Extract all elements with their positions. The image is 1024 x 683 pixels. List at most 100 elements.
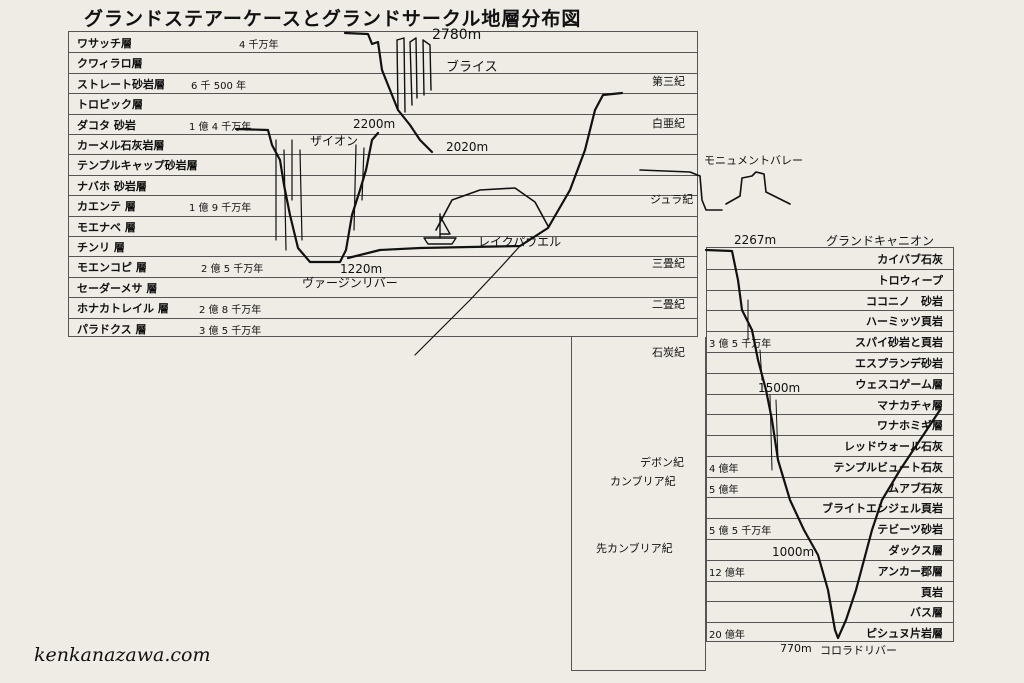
- right-strata-name: テンプルビュート石灰: [833, 460, 943, 474]
- left-strata-row: モエナベ 層: [69, 216, 697, 237]
- left-strata-row: ストレート砂岩層 6 千 500 年: [69, 73, 697, 95]
- right-strata-name: エスプランデ砂岩: [855, 356, 943, 370]
- label-bryce-height: 2780m: [432, 27, 482, 43]
- right-strata-name: 頁岩: [921, 585, 943, 599]
- right-strata-name: トロウィープ: [877, 273, 943, 287]
- left-strata-row: パラドクス 層 3 億 5 千万年: [69, 318, 697, 338]
- period-label-carboniferous: 石炭紀: [652, 346, 685, 359]
- right-strata-row: マナカチャ層: [707, 394, 953, 416]
- right-strata-row: ウェスコゲーム層: [707, 373, 953, 395]
- right-strata-age: 12 億年: [709, 567, 745, 579]
- left-strata-name: セーダーメサ 層: [77, 281, 158, 295]
- left-strata-name: ストレート砂岩層: [77, 77, 165, 91]
- right-strata-row: ココニノ 砂岩: [707, 290, 953, 312]
- left-strata-age: 1 億 4 千万年: [189, 121, 252, 133]
- right-strata-name: ダックス層: [888, 544, 943, 558]
- right-strata-name: マナカチャ層: [877, 398, 943, 412]
- label-gc: グランドキャニオン: [826, 234, 935, 248]
- bryce-hoodoos: [396, 37, 432, 113]
- period-label-triassic: 三畳紀: [652, 257, 685, 270]
- period-label-tertiary: 第三紀: [652, 75, 685, 88]
- left-strata-age: 2 億 5 千万年: [201, 264, 264, 276]
- left-strata-name: カーメル石灰岩層: [77, 139, 165, 152]
- zion-cliff-detail: [275, 139, 365, 251]
- left-strata-age: 4 千万年: [239, 40, 279, 51]
- label-zion-height: 2200m: [353, 117, 396, 131]
- left-strata-row: カエンテ 層 1 億 9 千万年: [69, 195, 697, 217]
- label-colorado-height: 770m: [780, 642, 812, 655]
- label-virgin-height: 1220m: [340, 262, 383, 276]
- left-strata-row: モエンコピ 層 2 億 5 千万年: [69, 256, 697, 278]
- left-strata-age: 3 億 5 千万年: [199, 325, 262, 337]
- label-monument: モニュメントバレー: [704, 154, 803, 167]
- right-strata-name: ココニノ 砂岩: [866, 294, 943, 308]
- period-label-precambrian: 先カンブリア紀: [596, 542, 673, 555]
- zion-canyon-profile: [234, 127, 380, 264]
- left-strata-age: 1 億 9 千万年: [189, 203, 252, 215]
- left-strata-row: ナバホ 砂岩層: [69, 175, 697, 197]
- left-strata-name: モエナベ 層: [77, 220, 136, 234]
- footer-site: kenkanazawa.com: [34, 644, 211, 666]
- left-strata-name: パラドクス 層: [77, 322, 147, 336]
- left-strata-name: ワサッチ層: [77, 37, 132, 50]
- grand-canyon-cliff-detail: [747, 299, 779, 471]
- right-strata-age: 3 億 5 千万年: [709, 339, 772, 351]
- right-strata-name: ハーミッツ頁岩: [866, 315, 943, 329]
- label-virgin: ヴァージンリバー: [302, 276, 398, 290]
- right-strata-name: スパイ砂岩と頁岩: [855, 336, 943, 350]
- diagram-title: グランドステアーケースとグランドサークル地層分布図: [84, 8, 582, 30]
- left-strata-name: カエンテ 層: [77, 200, 136, 214]
- left-strata-name: チンリ 層: [77, 241, 125, 254]
- bryce-cliff-profile: [343, 31, 434, 154]
- right-strata-row: ブライトエンジェル頁岩: [707, 497, 953, 520]
- left-strata-name: ナバホ 砂岩層: [77, 179, 147, 193]
- right-strata-name: バス層: [910, 606, 943, 620]
- right-strata-row: エスプランデ砂岩: [707, 352, 953, 374]
- right-strata-row: ダックス層: [707, 539, 953, 561]
- right-strata-row: カイバブ石灰: [707, 248, 953, 270]
- label-colorado: コロラドリバー: [820, 644, 897, 657]
- right-strata-row: スパイ砂岩と頁岩 3 億 5 千万年: [707, 331, 953, 353]
- left-strata-row: ダコタ 砂岩 1 億 4 千万年: [69, 114, 697, 135]
- left-strata-age: 2 億 8 千万年: [199, 305, 262, 317]
- period-label-permian: 二畳紀: [652, 298, 685, 311]
- left-strata-name: ホナカトレイル 層: [77, 302, 169, 316]
- grand-canyon-profile: [704, 248, 942, 640]
- left-strata-name: モエンコピ 層: [77, 261, 147, 275]
- right-strata-name: ウェスコゲーム層: [855, 377, 943, 391]
- left-strata-name: トロピック層: [77, 98, 143, 112]
- left-strata-row: ホナカトレイル 層 2 億 8 千万年: [69, 297, 697, 319]
- left-strata-row: セーダーメサ 層: [69, 277, 697, 299]
- right-strata-age: 20 億年: [709, 630, 745, 642]
- label-powell: レイクパウエル: [478, 235, 562, 249]
- left-strata-name: ダコタ 砂岩: [77, 118, 136, 132]
- monument-valley-profile: [639, 169, 791, 211]
- right-strata-age: 4 億年: [709, 463, 739, 475]
- period-label-devonian: デボン紀: [640, 456, 684, 469]
- label-gc-low: 1000m: [772, 545, 815, 559]
- period-label-cambrian: カンブリア紀: [610, 475, 676, 488]
- label-gc-height: 2267m: [734, 233, 777, 247]
- right-strata-name: アンカー郡層: [877, 564, 943, 578]
- label-gc-mid: 1500m: [758, 381, 801, 395]
- right-strata-name: テビーツ砂岩: [877, 523, 943, 537]
- left-strata-name: テンプルキャップ砂岩層: [77, 159, 198, 173]
- lower-strata-table: カイバブ石灰トロウィープココニノ 砂岩ハーミッツ頁岩スパイ砂岩と頁岩 3 億 5 …: [706, 247, 954, 642]
- right-strata-row: テンプルビュート石灰 4 億年: [707, 456, 953, 478]
- lower-period-box: [571, 337, 706, 671]
- label-bryce: ブライス: [446, 60, 498, 75]
- period-label-cretaceous: 白亜紀: [652, 117, 685, 130]
- descent-line: [414, 245, 521, 356]
- sailboat: [423, 213, 457, 245]
- right-strata-row: バス層: [707, 601, 953, 624]
- right-strata-name: ブライトエンジェル頁岩: [822, 502, 943, 516]
- lake-powell-hill: [435, 187, 549, 231]
- left-strata-name: クワィラロ層: [77, 57, 143, 71]
- left-strata-age: 6 千 500 年: [191, 80, 246, 92]
- left-strata-row: カーメル石灰岩層: [69, 134, 697, 156]
- label-zion: ザイオン: [310, 134, 359, 148]
